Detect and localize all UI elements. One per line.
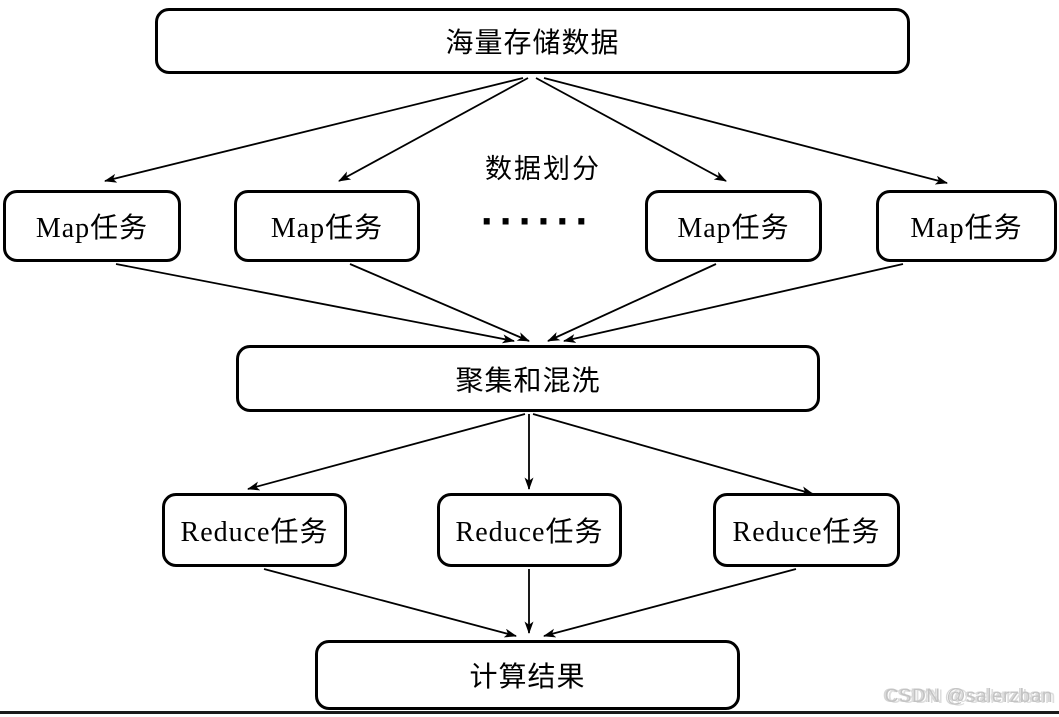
ellipsis-more-map-tasks: ······ bbox=[480, 202, 594, 242]
node-map-task-3: Map任务 bbox=[645, 190, 822, 262]
bottom-divider-line bbox=[0, 711, 1059, 714]
node-result: 计算结果 bbox=[315, 640, 740, 710]
node-shuffle: 聚集和混洗 bbox=[236, 345, 820, 412]
csdn-watermark: CSDN @salerzban bbox=[884, 686, 1053, 707]
arrow-shuffle-to-reduce3 bbox=[532, 413, 814, 496]
label-data-partition: 数据划分 bbox=[485, 154, 601, 184]
node-reduce-task-1: Reduce任务 bbox=[162, 493, 347, 567]
node-reduce-task-3: Reduce任务 bbox=[713, 493, 900, 567]
arrow-reduce1-to-result bbox=[263, 568, 517, 638]
arrow-reduce3-to-result bbox=[543, 568, 797, 638]
node-storage-data: 海量存储数据 bbox=[155, 8, 910, 74]
arrow-map2-to-shuffle bbox=[349, 263, 530, 342]
node-map-task-2: Map任务 bbox=[234, 190, 420, 262]
node-map-task-4: Map任务 bbox=[876, 190, 1057, 262]
arrow-map3-to-shuffle bbox=[547, 263, 717, 342]
arrow-shuffle-to-reduce1 bbox=[247, 413, 526, 491]
arrow-map4-to-shuffle bbox=[563, 263, 904, 343]
node-reduce-task-2: Reduce任务 bbox=[437, 493, 622, 567]
arrow-map1-to-shuffle bbox=[115, 263, 515, 344]
node-map-task-1: Map任务 bbox=[3, 190, 181, 262]
